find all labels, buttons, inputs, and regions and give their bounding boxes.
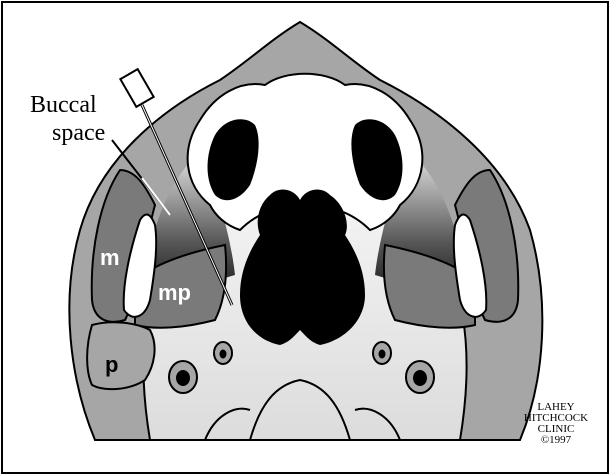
label-mp: mp <box>158 280 191 305</box>
label-p: p <box>105 352 118 377</box>
left-jugular-lumen <box>176 370 190 386</box>
right-carotid-lumen <box>379 350 386 359</box>
credit-line4: ©1997 <box>541 434 572 446</box>
left-parotid <box>87 322 154 389</box>
label-space: space <box>52 120 105 146</box>
label-m: m <box>100 245 120 270</box>
right-jugular-lumen <box>413 370 427 386</box>
label-buccal: Buccal <box>30 92 97 118</box>
left-carotid-lumen <box>220 350 227 359</box>
